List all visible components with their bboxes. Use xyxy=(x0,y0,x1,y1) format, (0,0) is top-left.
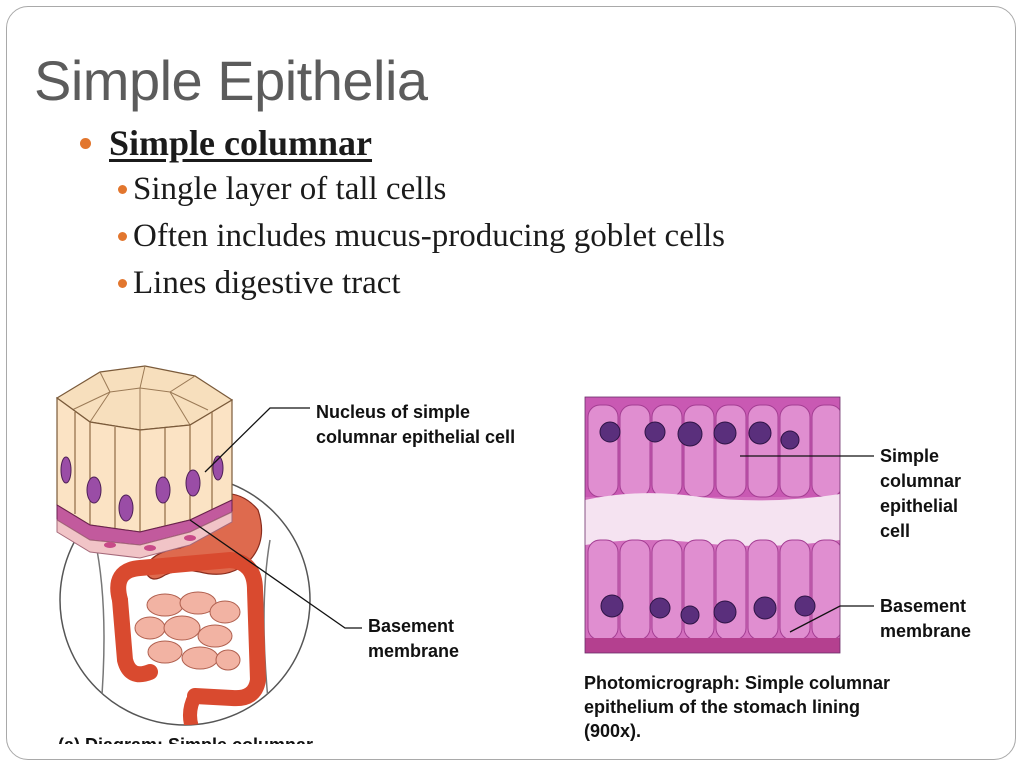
epithelium-diagram: Nucleus of simple columnar epithelial ce… xyxy=(57,366,515,755)
photo-basement-label-line2: membrane xyxy=(880,621,971,641)
photo-caption-rest: Simple columnar xyxy=(740,673,890,693)
diagram-caption: (a) Diagram: Simple columnar xyxy=(58,735,313,755)
photo-cell-label-line1: Simple xyxy=(880,446,939,466)
photo-cell-label-line2: columnar xyxy=(880,471,961,491)
nucleus-label-line1: Nucleus of simple xyxy=(316,402,470,422)
photo-caption-line3: (900x). xyxy=(584,721,641,741)
photo-cell-label-line3: epithelial xyxy=(880,496,958,516)
diagram-basement-label-line1: Basement xyxy=(368,616,454,636)
diagram-basement-label-line2: membrane xyxy=(368,641,459,661)
photo-caption-bold: Photomicrograph: xyxy=(584,673,740,693)
columnar-tissue-block xyxy=(57,366,232,558)
nucleus-label-line2: columnar epithelial cell xyxy=(316,427,515,447)
photo-basement-label-line1: Basement xyxy=(880,596,966,616)
photo-caption-line1: Photomicrograph: Simple columnar xyxy=(584,673,890,693)
photomicrograph: Simple columnar epithelial cell Basement… xyxy=(584,397,971,741)
photo-cell-label-line4: cell xyxy=(880,521,910,541)
photo-caption-line2: epithelium of the stomach lining xyxy=(584,697,860,717)
